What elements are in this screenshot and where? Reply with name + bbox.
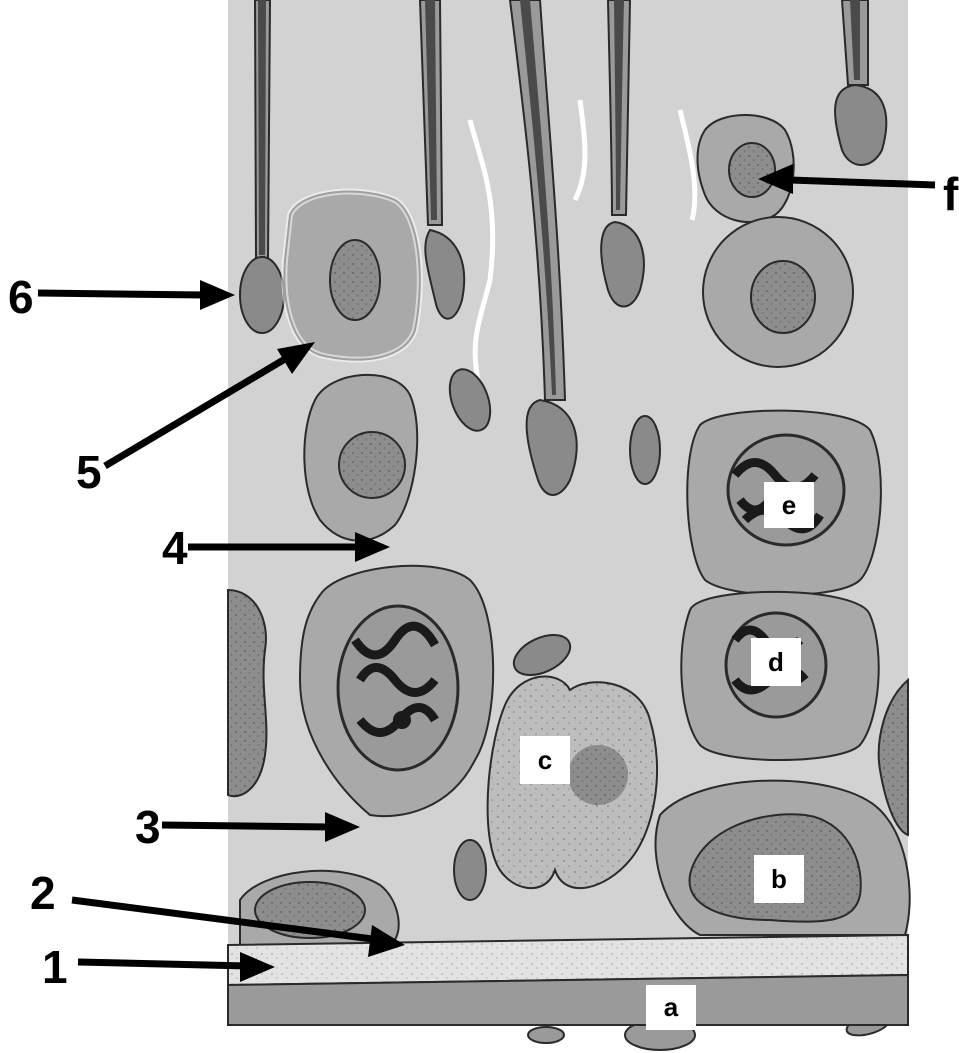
label-e: e xyxy=(782,490,796,520)
label-d: d xyxy=(768,647,784,677)
label-1: 1 xyxy=(42,941,68,993)
label-f: f xyxy=(943,168,959,220)
label-a: a xyxy=(664,992,679,1022)
label-3: 3 xyxy=(135,801,161,853)
sertoli-cell-c xyxy=(488,676,657,888)
basal-lamina xyxy=(228,935,908,1025)
label-5: 5 xyxy=(76,446,102,498)
label-4: 4 xyxy=(162,522,188,574)
label-2: 2 xyxy=(30,867,56,919)
label-c: c xyxy=(538,745,552,775)
number-labels: 1 2 3 4 5 6 xyxy=(8,271,188,993)
label-6: 6 xyxy=(8,271,34,323)
label-b: b xyxy=(771,864,787,894)
